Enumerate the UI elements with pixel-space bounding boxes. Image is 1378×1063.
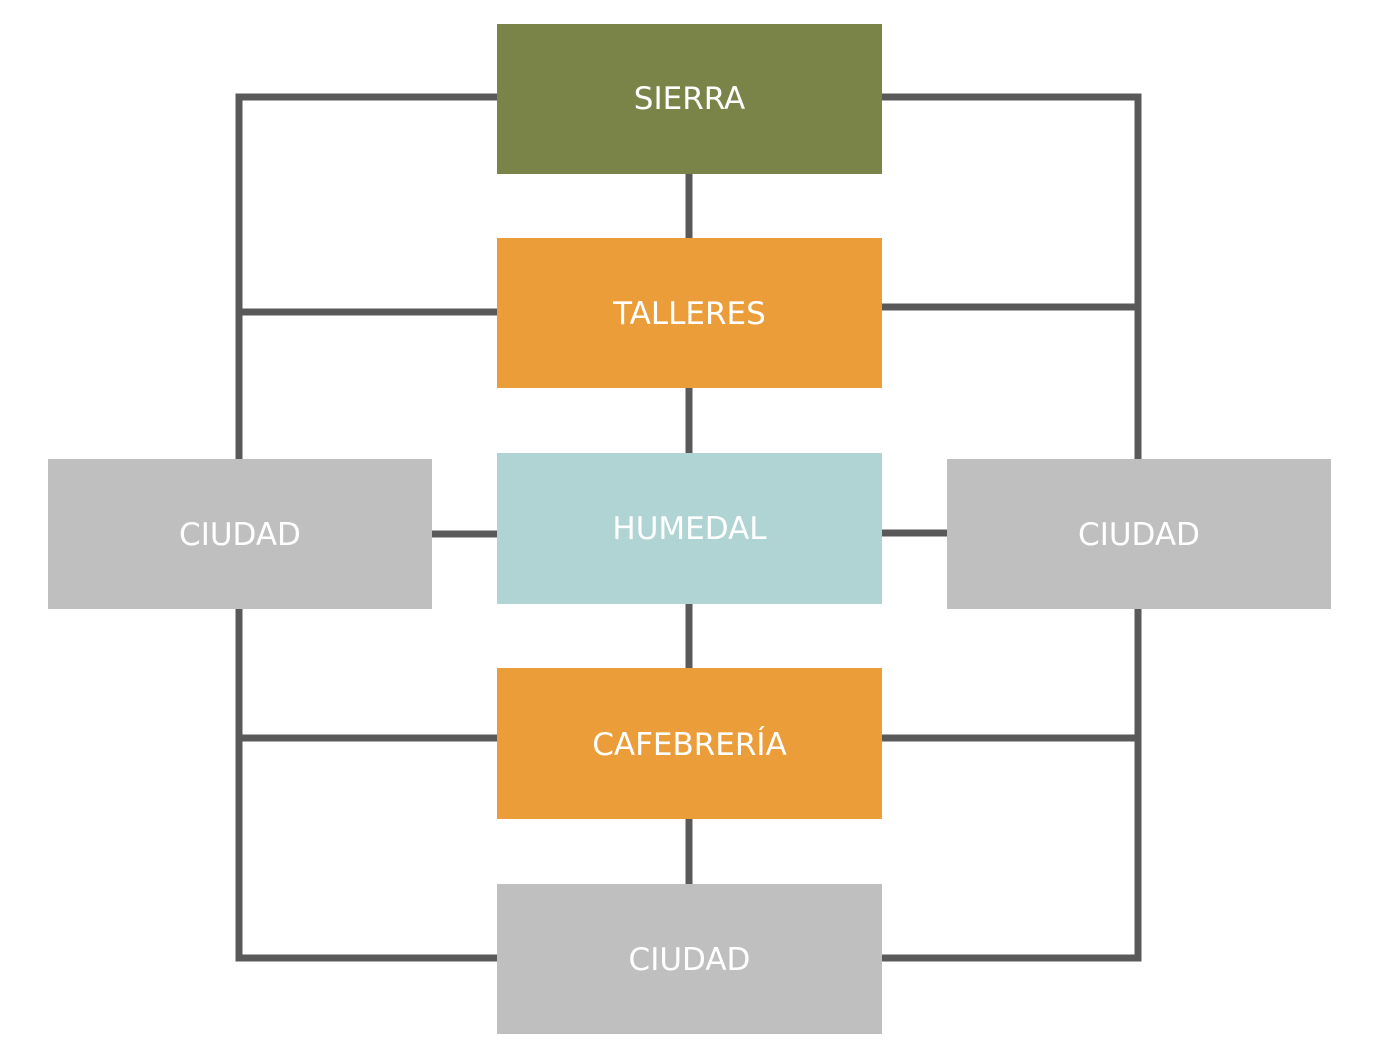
node-ciudad-left-box [48, 459, 432, 609]
node-talleres-label: TALLERES [612, 296, 766, 332]
node-sierra: SIERRA [497, 24, 882, 174]
node-ciudad-right-label: CIUDAD [1078, 517, 1200, 553]
node-talleres-box [497, 238, 882, 388]
node-ciudad-bottom: CIUDAD [497, 884, 882, 1034]
connector-right-lower-bracket [882, 608, 1142, 962]
connector-left-upper-bracket [235, 93, 497, 459]
node-humedal-label: HUMEDAL [612, 511, 767, 547]
node-cafebreria-label: CAFEBRERÍA [592, 727, 787, 763]
node-talleres: TALLERES [497, 238, 882, 388]
node-ciudad-left-label: CIUDAD [179, 517, 301, 553]
node-cafebreria-box [497, 668, 882, 819]
node-ciudad-right-box [947, 459, 1331, 609]
connectors [235, 93, 1142, 962]
node-humedal: HUMEDAL [497, 453, 882, 604]
node-cafebreria: CAFEBRERÍA [497, 668, 882, 819]
node-ciudad-right: CIUDAD [947, 459, 1331, 609]
node-sierra-label: SIERRA [634, 81, 745, 117]
node-ciudad-left: CIUDAD [48, 459, 432, 609]
node-sierra-box [497, 24, 882, 174]
node-ciudad-bottom-label: CIUDAD [629, 942, 751, 978]
connector-right-upper-bracket [882, 93, 1142, 459]
node-humedal-box [497, 453, 882, 604]
node-ciudad-bottom-box [497, 884, 882, 1034]
connector-left-lower-bracket [235, 608, 497, 962]
